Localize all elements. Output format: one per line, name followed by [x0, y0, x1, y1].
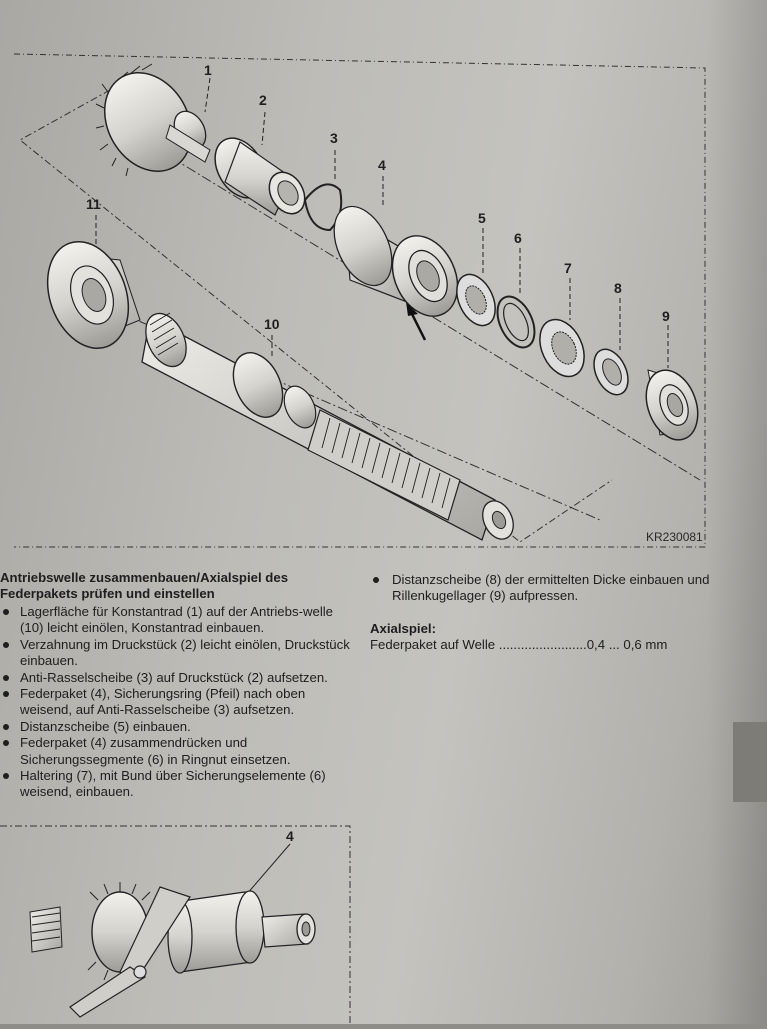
axial-play-heading: Axialspiel:	[370, 620, 436, 636]
bottom-drawing	[0, 825, 351, 1024]
part-4-spring-pack	[333, 205, 459, 317]
part-11-bearing	[46, 240, 141, 350]
step-item: Verzahnung im Druckstück (2) leicht einö…	[0, 637, 355, 670]
axial-play-value: 0,4 ... 0,6 mm	[586, 637, 668, 653]
page-thumb-tab	[733, 722, 767, 802]
axial-play-label: Federpaket auf Welle	[370, 637, 496, 653]
figure-reference-code: KR230081	[646, 530, 703, 544]
part-7-retaining-ring	[539, 318, 585, 378]
instructions-column-right: Distanzscheibe (8) der ermittelten Dicke…	[370, 572, 730, 654]
callout-1: 1	[204, 62, 212, 78]
part-6-circlip-segments	[496, 295, 536, 349]
part-2-pressure-piece	[214, 137, 306, 216]
part-8-spacer-disc	[593, 348, 629, 396]
arrow-indicator	[406, 302, 427, 341]
page-shadow	[707, 0, 767, 1024]
callout-5: 5	[478, 210, 486, 226]
axial-play-dots: ........................	[498, 637, 587, 653]
part-10-drive-shaft	[141, 312, 514, 541]
part-5-spacer-disc	[456, 273, 496, 327]
exploded-drawing	[13, 53, 706, 548]
spring-pack-compression-figure: 4	[0, 822, 360, 1024]
step-item: Federpaket (4) zusammendrücken und Siche…	[0, 735, 355, 768]
callout-2: 2	[259, 92, 267, 108]
callout-3: 3	[330, 130, 338, 146]
callout-4: 4	[378, 157, 386, 173]
axial-play-spec: Federpaket auf Welle ...................…	[370, 637, 730, 653]
instructions-column-left: Antriebswelle zusammenbauen/Axialspiel d…	[0, 570, 355, 801]
callout-8: 8	[614, 280, 622, 296]
exploded-view-figure: 1 2 3 4 5 6 7 8 9 10 11	[0, 50, 720, 550]
part-1-gear	[95, 63, 211, 177]
step-item: Distanzscheibe (5) einbauen.	[0, 719, 355, 735]
step-item: Anti-Rasselscheibe (3) auf Druckstück (2…	[0, 670, 355, 686]
step-item: Haltering (7), mit Bund über Sicherungse…	[0, 768, 355, 801]
callout-9: 9	[662, 308, 670, 324]
callout-7: 7	[564, 260, 572, 276]
step-item: Distanzscheibe (8) der ermittelten Dicke…	[370, 572, 730, 605]
assembly-steps: Lagerfläche für Konstantrad (1) auf der …	[0, 604, 355, 801]
bottom-callout-4: 4	[286, 828, 294, 844]
assembly-steps-continued: Distanzscheibe (8) der ermittelten Dicke…	[370, 572, 730, 605]
section-heading: Antriebswelle zusammenbauen/Axialspiel d…	[0, 570, 289, 601]
callout-10: 10	[264, 316, 280, 332]
callout-6: 6	[514, 230, 522, 246]
step-item: Federpaket (4), Sicherungsring (Pfeil) n…	[0, 686, 355, 719]
part-9-ball-bearing	[645, 369, 699, 441]
step-item: Lagerfläche für Konstantrad (1) auf der …	[0, 604, 355, 637]
callout-11: 11	[86, 196, 101, 212]
